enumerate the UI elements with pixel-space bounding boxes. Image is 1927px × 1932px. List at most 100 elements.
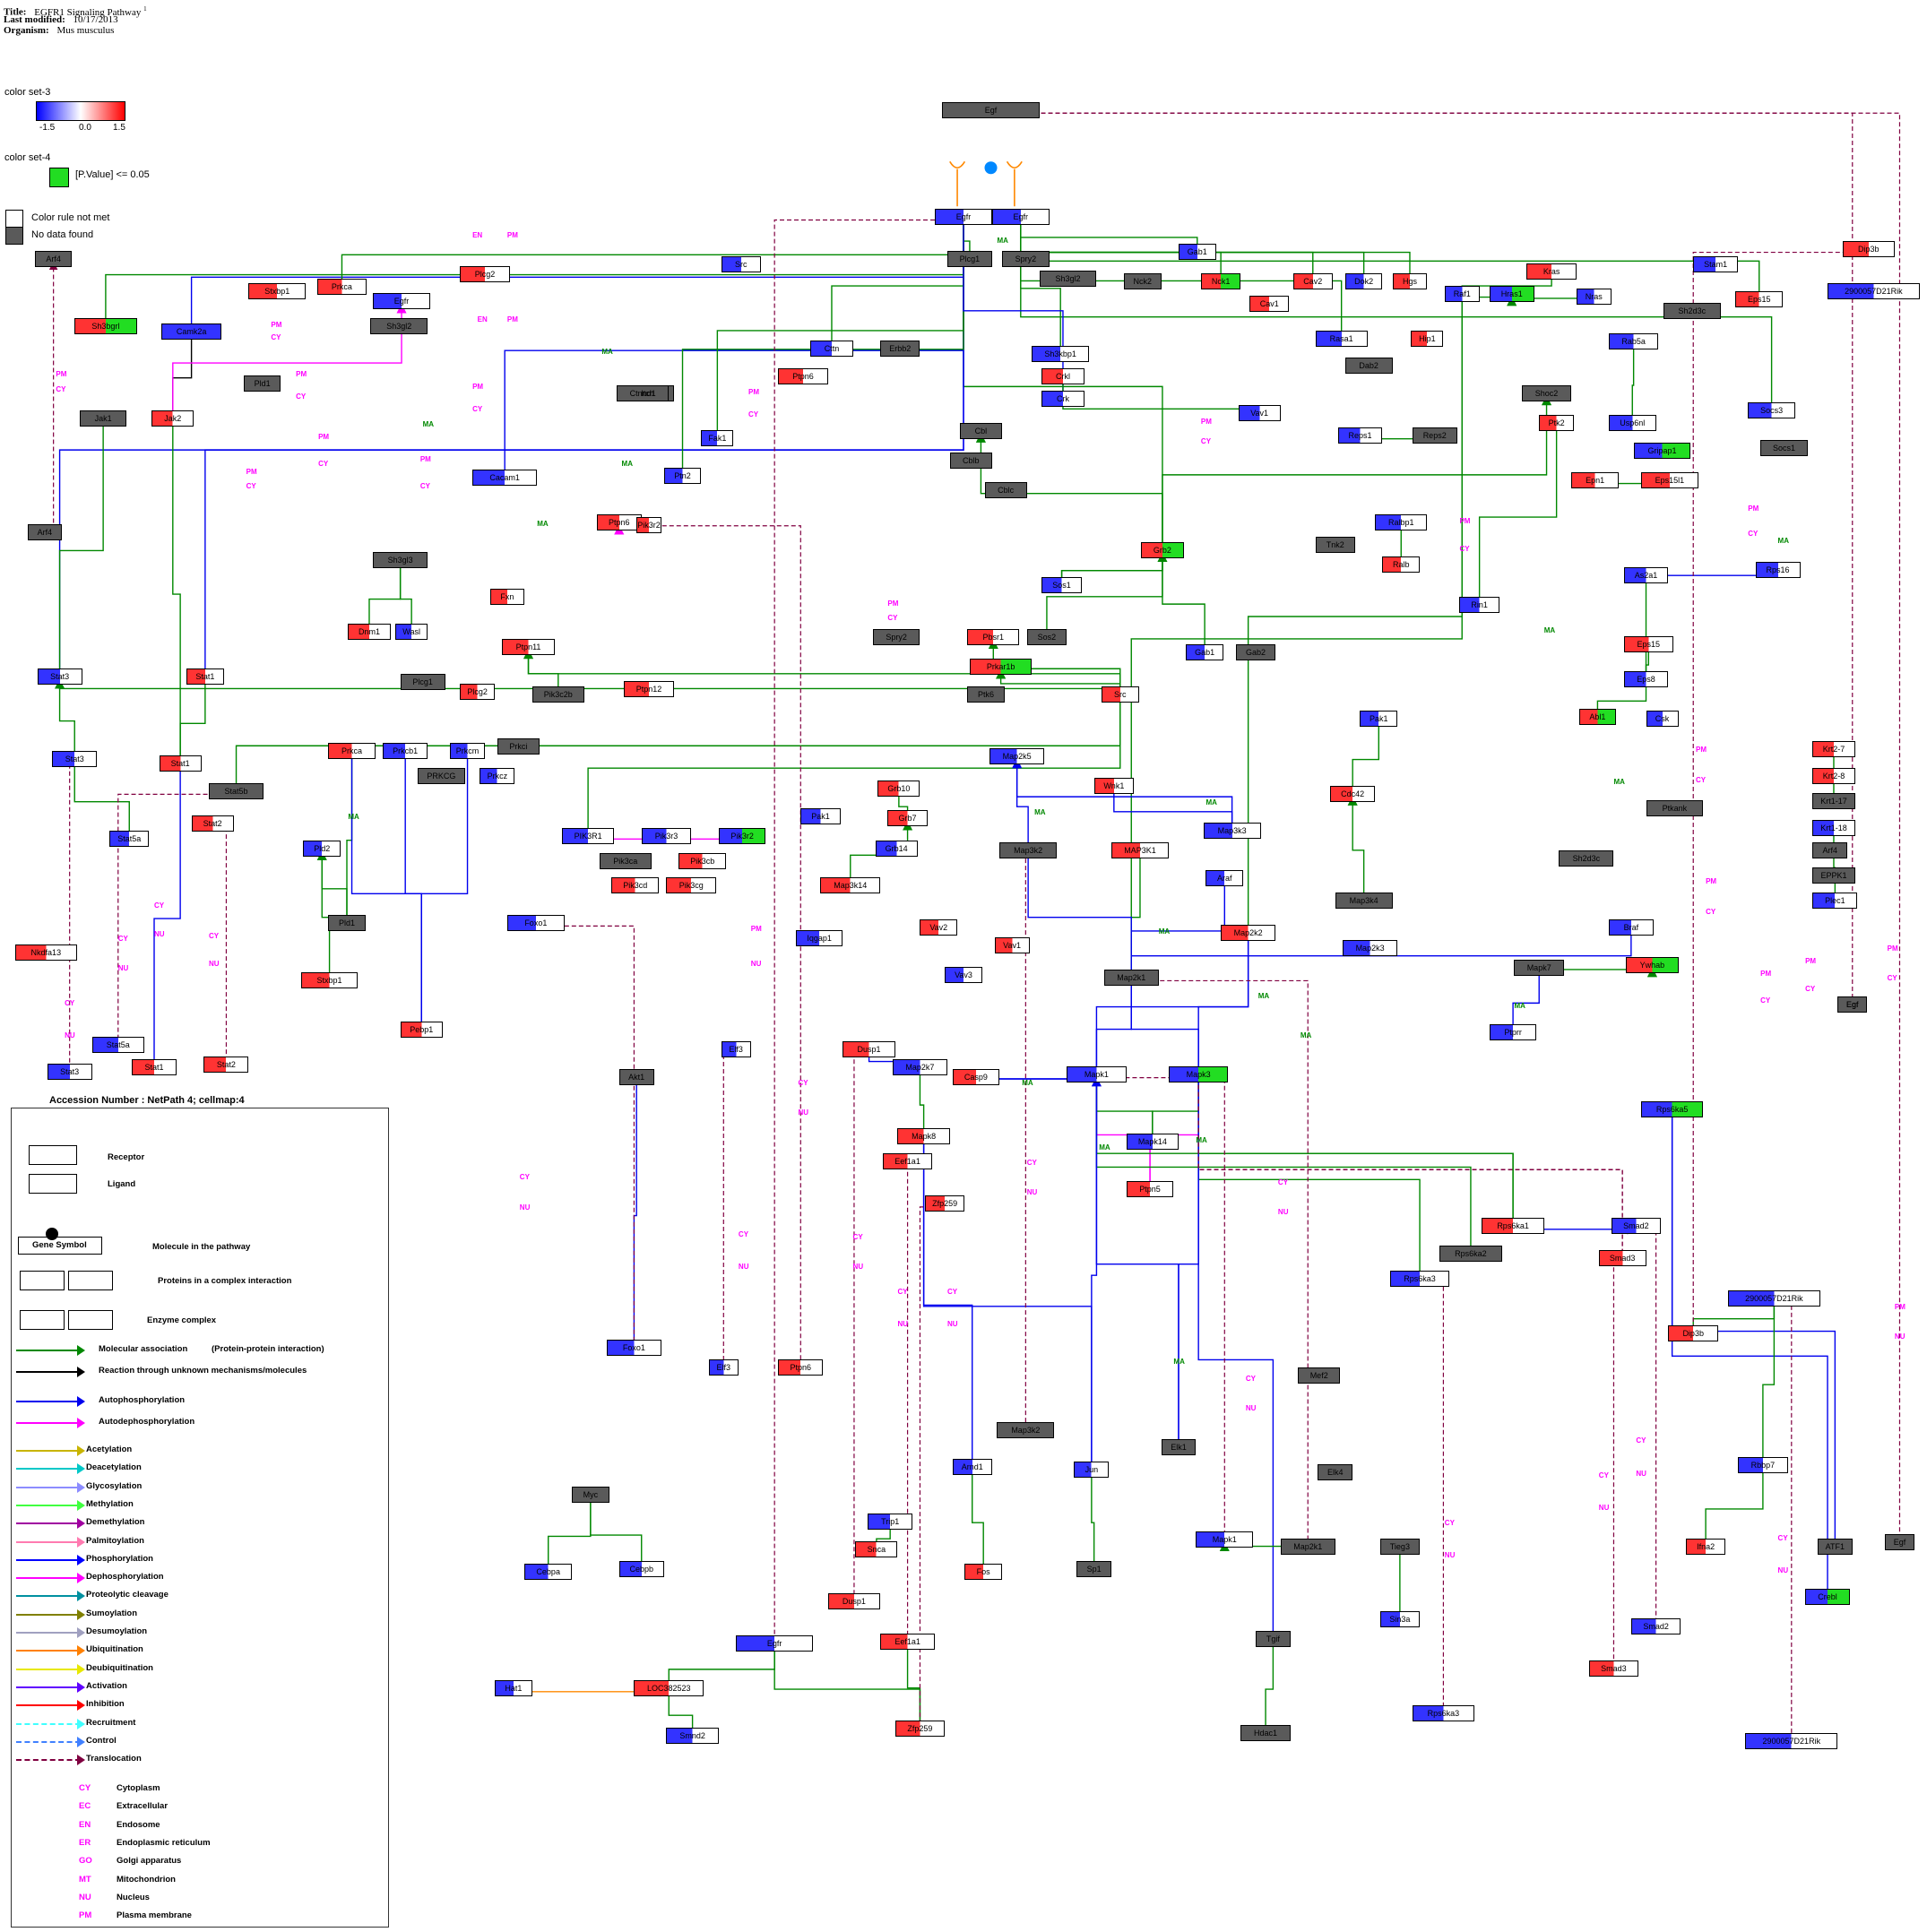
gene-node-raf1[interactable]: Raf1 [1444, 286, 1480, 303]
gene-node-crk[interactable]: Crk [1041, 390, 1084, 407]
gene-node-pik3cd[interactable]: Pik3cd [611, 877, 660, 894]
gene-node-map2k7[interactable]: Map2k7 [892, 1058, 947, 1075]
gene-node-map2k2[interactable]: Map2k2 [1221, 925, 1276, 941]
gene-node-rik_b[interactable]: 2900057D21Rik [1728, 1289, 1820, 1307]
gene-node-ptpn11[interactable]: Ptpn11 [502, 638, 555, 655]
gene-node-rasa1[interactable]: Rasa1 [1315, 330, 1368, 347]
gene-node-gab2[interactable]: Gab2 [1235, 643, 1276, 660]
gene-node-mapk1[interactable]: Mapk1 [1067, 1066, 1127, 1083]
gene-node-dusp1b[interactable]: Dusp1 [827, 1593, 881, 1610]
gene-node-vav1b[interactable]: Vav1 [994, 936, 1030, 953]
gene-node-stat2a[interactable]: Stat2 [191, 815, 234, 832]
gene-node-stxbp1b[interactable]: Stxbp1 [300, 971, 359, 988]
gene-node-rin1[interactable]: Rin1 [1459, 596, 1499, 613]
gene-node-rps6ka3b[interactable]: Rps6ka3 [1412, 1705, 1475, 1722]
gene-node-rps6ka2[interactable]: Rps6ka2 [1439, 1245, 1502, 1262]
gene-node-fak1[interactable]: Fak1 [701, 429, 734, 446]
gene-node-hras[interactable]: Hras1 [1489, 286, 1534, 303]
gene-node-pik3r2top[interactable]: Pik3r2 [636, 517, 661, 534]
gene-node-map2k1b[interactable]: Map2k1 [1280, 1539, 1335, 1556]
gene-node-pbsr1[interactable]: Pbsr1 [967, 628, 1020, 645]
gene-node-map2k3[interactable]: Map2k3 [1343, 939, 1398, 956]
gene-node-smad2b[interactable]: Smad2 [1630, 1618, 1681, 1634]
gene-node-prkcaB[interactable]: Prkca [328, 743, 376, 760]
gene-node-nck1[interactable]: Nck1 [1200, 273, 1241, 290]
gene-node-plcg1b[interactable]: Plcg1 [400, 673, 445, 690]
gene-node-plcg2b[interactable]: Plcg2 [460, 683, 496, 700]
gene-node-reps1[interactable]: Reps1 [1337, 427, 1383, 444]
gene-node-prkcaA[interactable]: Prkca [316, 278, 367, 295]
gene-node-ctnnd1[interactable]: Ctnnd1 [617, 385, 670, 401]
gene-node-dnm1[interactable]: Dnm1 [348, 624, 391, 641]
gene-node-sh3gl3[interactable]: Sh3gl3 [373, 551, 428, 568]
gene-node-sh3gl2[interactable]: Sh3gl2 [370, 318, 428, 335]
gene-node-ptpn12[interactable]: Ptpn12 [624, 681, 674, 698]
gene-node-pik3r3[interactable]: Pik3r3 [641, 827, 692, 844]
gene-node-stat3b[interactable]: Stat3 [52, 750, 98, 767]
gene-node-plec1[interactable]: Plec1 [1812, 892, 1858, 909]
gene-node-prkcz[interactable]: Prkcz [480, 768, 515, 785]
gene-node-sh2d3c_b[interactable]: Sh2d3c [1559, 850, 1614, 867]
gene-node-prkcg[interactable]: PRKCG [418, 768, 465, 785]
gene-node-spry2b[interactable]: Spry2 [872, 628, 920, 645]
gene-node-smnd2[interactable]: Smnd2 [666, 1728, 719, 1745]
gene-node-jak1[interactable]: Jak1 [79, 410, 127, 427]
gene-node-pak1b[interactable]: Pak1 [800, 807, 841, 824]
gene-node-pebp1[interactable]: Pebp1 [400, 1022, 443, 1039]
gene-node-egfr2[interactable]: Egfr [991, 209, 1050, 226]
gene-node-gab1b[interactable]: Gab1 [1186, 643, 1223, 660]
gene-node-ralb[interactable]: Ralb [1382, 556, 1421, 574]
gene-node-camk2a[interactable]: Camk2a [161, 323, 221, 340]
gene-node-cebpb[interactable]: Cebpb [618, 1561, 664, 1578]
gene-node-hdac1[interactable]: Hdac1 [1240, 1725, 1291, 1742]
gene-node-eppk1[interactable]: EPPK1 [1812, 867, 1855, 884]
gene-node-sh3kbp1[interactable]: Sh3kbp1 [1032, 345, 1090, 362]
gene-node-smad2a[interactable]: Smad2 [1611, 1218, 1662, 1235]
gene-node-nkdfa13[interactable]: Nkdfa13 [14, 944, 77, 962]
gene-node-gripap1[interactable]: Gripap1 [1633, 442, 1691, 459]
gene-node-hgs[interactable]: Hgs [1392, 273, 1428, 290]
gene-node-pld1b[interactable]: Pld1 [328, 914, 366, 931]
gene-node-elf3b[interactable]: Elf3 [708, 1359, 739, 1376]
gene-node-nck2[interactable]: Nck2 [1123, 273, 1162, 290]
gene-node-mef2[interactable]: Mef2 [1298, 1367, 1341, 1384]
gene-node-mapk7[interactable]: Mapk7 [1514, 959, 1564, 976]
gene-node-stat3c[interactable]: Stat3 [47, 1064, 92, 1081]
gene-node-cebpa[interactable]: Cebpa [524, 1563, 573, 1580]
gene-node-shoc2[interactable]: Shoc2 [1521, 385, 1572, 401]
gene-node-eps15b[interactable]: Eps15 [1623, 636, 1674, 653]
gene-node-snca[interactable]: Snca [855, 1541, 898, 1557]
gene-node-rab5a[interactable]: Rab5a [1608, 332, 1659, 349]
gene-node-map2k5[interactable]: Map2k5 [989, 748, 1045, 765]
gene-node-ywhab[interactable]: Ywhab [1626, 957, 1679, 974]
gene-node-hat1[interactable]: Hat1 [495, 1680, 532, 1697]
gene-node-grb7[interactable]: Grb7 [887, 810, 928, 827]
gene-node-ptkank[interactable]: Ptkank [1646, 800, 1704, 817]
gene-node-csk[interactable]: Csk [1646, 711, 1679, 728]
gene-node-mapk14[interactable]: Mapk14 [1126, 1134, 1179, 1151]
gene-node-sh3bgrl[interactable]: Sh3bgrl [74, 318, 137, 335]
gene-node-egfr1[interactable]: Egfr [935, 209, 992, 226]
gene-node-stat5b[interactable]: Stat5b [209, 782, 264, 799]
gene-node-stat5a[interactable]: Stat5a [109, 830, 150, 847]
gene-node-ptpn6b[interactable]: Ptpn6 [596, 514, 642, 531]
gene-node-epn1[interactable]: Epn1 [1571, 472, 1619, 489]
gene-node-crkl[interactable]: Crkl [1041, 367, 1084, 384]
gene-node-plcg2a[interactable]: Plcg2 [460, 265, 510, 282]
gene-node-egfrA[interactable]: Egfr [373, 293, 430, 310]
gene-node-as2a1[interactable]: As2a1 [1623, 566, 1669, 583]
gene-node-map3k3[interactable]: Map3k3 [1203, 823, 1261, 840]
gene-node-akt1[interactable]: Akt1 [618, 1068, 654, 1085]
gene-node-egf_r3[interactable]: Egf [1884, 1533, 1915, 1550]
gene-node-atf1[interactable]: ATF1 [1817, 1539, 1853, 1556]
gene-node-elk1[interactable]: Elk1 [1161, 1439, 1197, 1456]
gene-node-pik3ca[interactable]: Pik3ca [599, 852, 652, 869]
gene-node-mapk3[interactable]: Mapk3 [1168, 1066, 1229, 1083]
gene-node-krt117[interactable]: Krt1-17 [1812, 792, 1855, 809]
gene-node-mapk1b[interactable]: Mapk1 [1196, 1531, 1254, 1548]
gene-node-jak2[interactable]: Jak2 [151, 410, 194, 427]
gene-node-socs1[interactable]: Socs1 [1760, 440, 1808, 457]
gene-node-stam1[interactable]: Stam1 [1693, 255, 1739, 272]
gene-node-krt118[interactable]: Krt1-18 [1812, 820, 1855, 837]
gene-node-zfp259a[interactable]: Zfp259 [925, 1195, 965, 1212]
